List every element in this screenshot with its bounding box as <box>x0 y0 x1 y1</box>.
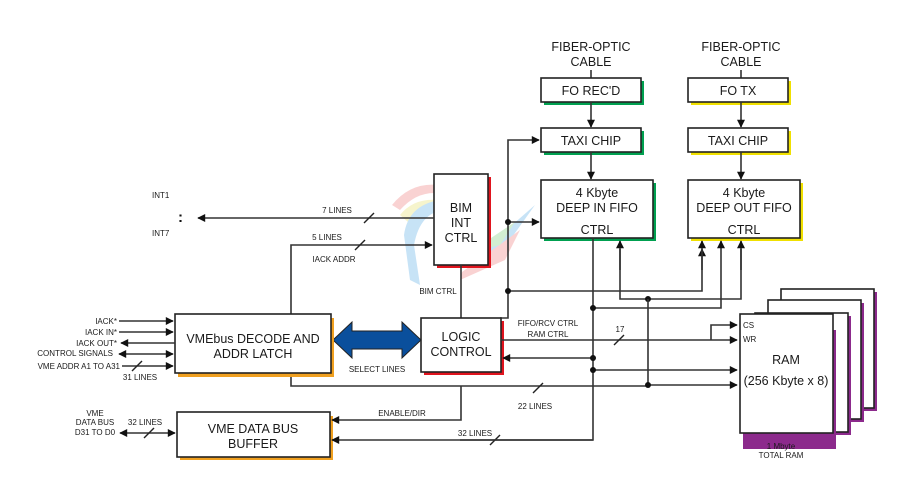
data-buf-label-2: BUFFER <box>228 437 278 451</box>
vme-signal-iack: IACK* <box>95 317 117 326</box>
vme-signal-control: CONTROL SIGNALS <box>37 349 113 358</box>
in-fifo-to-out-line <box>593 270 722 309</box>
enable-dir-line <box>331 386 462 424</box>
31-lines-label: 31 LINES <box>123 373 157 382</box>
junction-dot <box>590 367 596 373</box>
logic-label-2: CONTROL <box>430 345 491 359</box>
ram-label-1: RAM <box>772 353 800 367</box>
taxi-out-label: TAXI CHIP <box>708 134 768 148</box>
vme-data-bus-label-1: VME <box>86 409 103 418</box>
cs-line <box>710 321 738 340</box>
in-fifo-label-1: 4 Kbyte <box>576 186 618 200</box>
17-slash <box>613 334 625 346</box>
logic-label-1: LOGIC <box>442 330 481 344</box>
ram-label-2: (256 Kbyte x 8) <box>744 374 829 388</box>
out-fifo-label-1: 4 Kbyte <box>723 186 765 200</box>
fiber-in-label: FIBER-OPTIC <box>551 40 630 54</box>
logic-control-block: LOGIC CONTROL <box>420 317 504 375</box>
junction-dot <box>645 382 651 388</box>
iack-bus-slash <box>354 239 366 251</box>
ram-total-label-2: TOTAL RAM <box>759 451 804 460</box>
data-buf-label-1: VME DATA BUS <box>208 422 299 436</box>
select-lines-arrow-icon <box>332 320 422 360</box>
taxi-in-block: TAXI CHIP <box>540 127 644 155</box>
taxi-out-block: TAXI CHIP <box>687 127 791 155</box>
bim-ctrl-label: BIM CTRL <box>419 287 457 296</box>
22-lines-bus <box>290 299 649 387</box>
bim-label-1: BIM <box>450 201 472 215</box>
7-lines-label: 7 LINES <box>322 206 352 215</box>
32-lines-vme-label: 32 LINES <box>128 418 162 427</box>
out-fifo-label-3: CTRL <box>728 223 761 237</box>
iack-addr-line <box>290 241 433 315</box>
ram-ctrl-label: RAM CTRL <box>528 330 569 339</box>
ram-stack: CS WR RAM (256 Kbyte x 8) <box>739 288 877 449</box>
ram-total-label-1: 1 Mbyte <box>767 442 796 451</box>
int1-label: INT1 <box>152 191 170 200</box>
fo-recd-label: FO REC'D <box>562 84 621 98</box>
out-fifo-label-2: DEEP OUT FIFO <box>696 201 792 215</box>
junction-dot <box>590 305 596 311</box>
vme-decode-block: VMEbus DECODE AND ADDR LATCH <box>174 313 334 377</box>
vme-decode-label-1: VMEbus DECODE AND <box>186 332 319 346</box>
31-lines-slash <box>131 360 143 372</box>
select-lines-label: SELECT LINES <box>349 365 405 374</box>
int-dots: : <box>178 209 183 226</box>
32-lines-bus-label: 32 LINES <box>458 429 492 438</box>
ram-wr-label: WR <box>743 335 757 344</box>
32-lines-vme-slash <box>143 427 155 439</box>
fiber-in-label-2: CABLE <box>571 55 612 69</box>
bim-int-ctrl-block: BIM INT CTRL <box>433 173 491 268</box>
in-fifo-label-3: CTRL <box>581 223 614 237</box>
17-label: 17 <box>616 325 625 334</box>
vme-decode-label-2: ADDR LATCH <box>214 347 293 361</box>
fo-recd-block: FO REC'D <box>540 77 644 105</box>
fiber-out-label-2: CABLE <box>721 55 762 69</box>
in-fifo-label-2: DEEP IN FIFO <box>556 201 638 215</box>
bim-label-2: INT <box>451 216 472 230</box>
bim-label-3: CTRL <box>445 231 478 245</box>
out-fifo-block: 4 Kbyte DEEP OUT FIFO CTRL <box>687 179 803 241</box>
vme-data-bus-label-3: D31 TO D0 <box>75 428 116 437</box>
fifo-rcv-ctrl-label: FIFO/RCV CTRL <box>518 319 579 328</box>
taxi-in-label: TAXI CHIP <box>561 134 621 148</box>
junction-dot <box>505 219 511 225</box>
in-fifo-block: 4 Kbyte DEEP IN FIFO CTRL <box>540 179 656 241</box>
22-lines-slash <box>532 382 544 394</box>
int7-label: INT7 <box>152 229 170 238</box>
enable-dir-label: ENABLE/DIR <box>378 409 426 418</box>
vme-signal-iack-out: IACK OUT* <box>76 339 117 348</box>
junction-dot <box>505 288 511 294</box>
5-lines-label: 5 LINES <box>312 233 342 242</box>
fiber-out-label: FIBER-OPTIC <box>701 40 780 54</box>
22-lines-label: 22 LINES <box>518 402 552 411</box>
ram-cs-label: CS <box>743 321 754 330</box>
vme-data-buffer-block: VME DATA BUS BUFFER <box>176 411 333 460</box>
vme-signal-addr: VME ADDR A1 TO A31 <box>38 362 121 371</box>
junction-dot <box>590 355 596 361</box>
vme-signal-iack-in: IACK IN* <box>85 328 117 337</box>
fo-tx-block: FO TX <box>687 77 791 105</box>
iack-addr-label: IACK ADDR <box>312 255 355 264</box>
vme-data-bus-label-2: DATA BUS <box>76 418 114 427</box>
bus-to-out-fifo-line-1 <box>508 248 706 292</box>
fo-tx-label: FO TX <box>720 84 757 98</box>
int-bus-slash <box>363 212 375 224</box>
logic-to-taxi-line <box>500 136 540 319</box>
fifo-status-loop <box>619 249 742 300</box>
